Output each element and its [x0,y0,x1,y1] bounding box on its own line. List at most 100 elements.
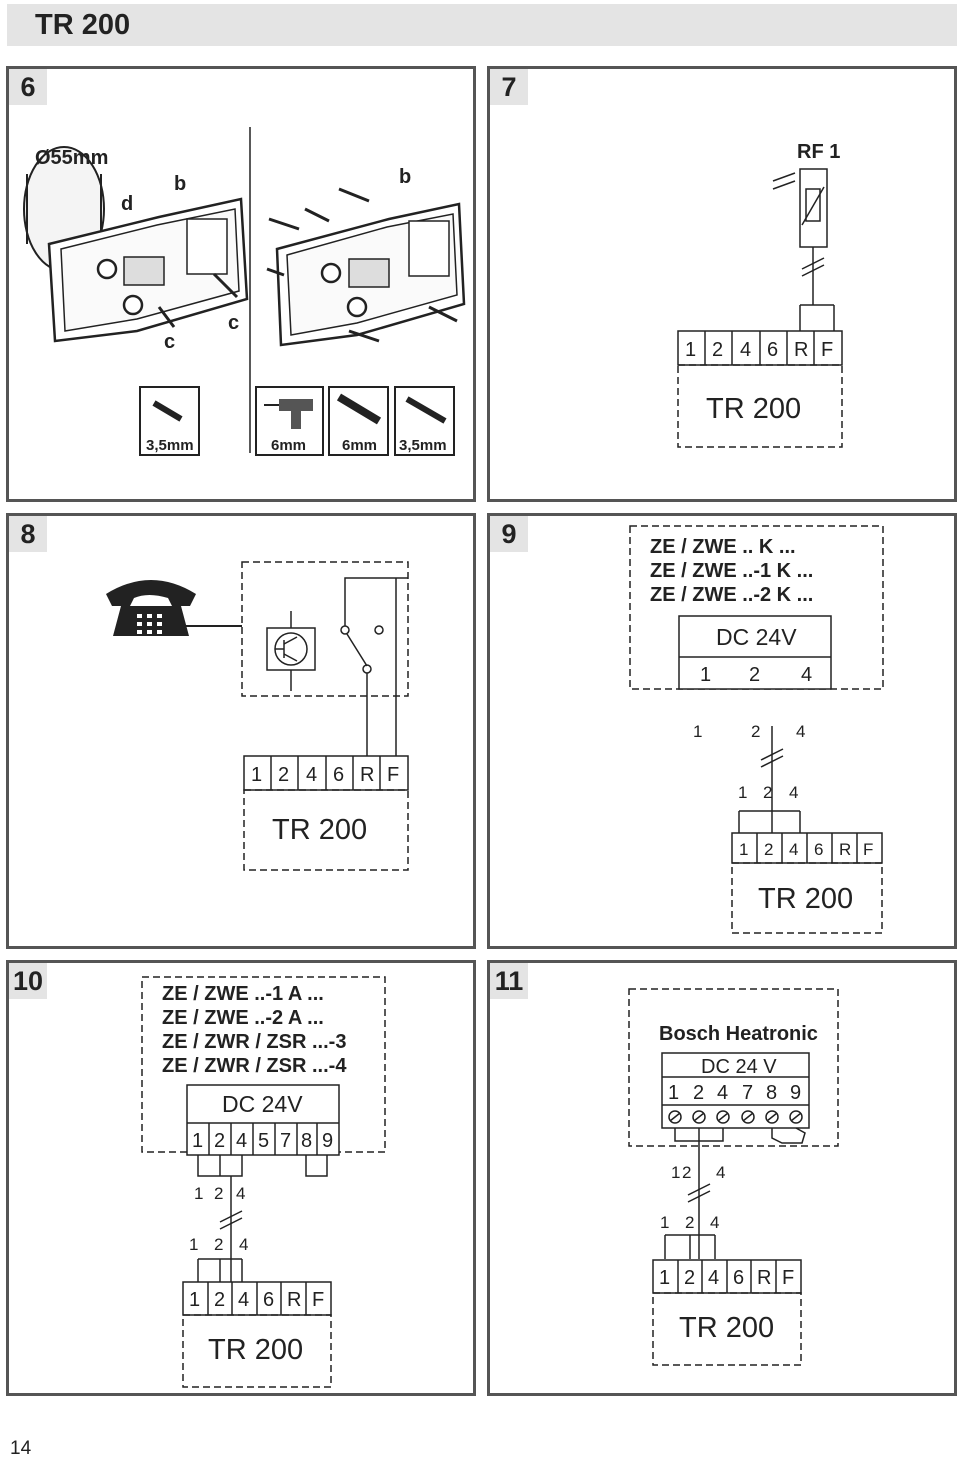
panel-number: 6 [9,69,47,105]
model-line: ZE / ZWR / ZSR ...-4 [162,1055,347,1077]
wire-label: 4 [710,1213,719,1232]
terminal-label: R [287,1289,301,1311]
device-label: TR 200 [706,393,801,425]
sensor-wiring-diagram: RF 1 1 2 4 6 R F [677,141,843,448]
sensor-rf1 [772,168,835,331]
terminal-strip: 1 2 4 6 R F [731,832,883,864]
supply-terminal: 5 [258,1130,269,1152]
device-outline [243,789,409,871]
tool-label: 3,5mm [399,437,447,454]
page-title: TR 200 [35,9,131,41]
supply-terminal: 7 [280,1130,291,1152]
panel-6-mounting: 6 [6,66,476,502]
callout-b-right: b [399,166,411,188]
tool-box-drill: 6mm [255,386,324,456]
device-outline [677,364,843,448]
wire-label: 2 [214,1235,223,1254]
panel-number: 11 [490,963,528,999]
device-label: TR 200 [208,1334,303,1366]
terminal-label: 2 [214,1289,225,1311]
device-label: TR 200 [758,883,853,915]
appliance-k-wiring-diagram: ZE / ZWE .. K ... ZE / ZWE ..-1 K ... ZE… [629,525,884,934]
terminal-label: 6 [814,840,823,859]
terminal-label: R [360,764,374,786]
brand-label: Bosch Heatronic [659,1023,818,1045]
tool-box-dowel: 6mm [328,386,389,456]
panel-8-telephone: 8 [6,513,476,949]
terminal-label: F [863,840,873,859]
terminal-label: 2 [764,840,773,859]
callout-b-left: b [174,173,186,195]
appliance-a-wiring-diagram: ZE / ZWE ..-1 A ... ZE / ZWE ..-2 A ... … [141,976,386,1388]
terminal-label: R [839,840,851,859]
tool-box-screw-small: 3,5mm [139,386,200,456]
terminal-label: F [387,764,399,786]
heatronic-wiring-diagram: Bosch Heatronic DC 24 V 1 2 4 7 8 9 [628,988,839,1366]
relay-module-outline [241,561,409,697]
supply-block: DC 24V 1 2 4 [678,615,832,690]
callout-c-right: c [228,312,239,334]
supply-terminal: 1 [192,1130,203,1152]
terminal-label: 1 [659,1267,670,1289]
model-line: ZE / ZWR / ZSR ...-3 [162,1031,346,1053]
supply-terminal: 4 [801,664,812,686]
relay-switch [340,577,408,760]
terminal-label: 6 [263,1289,274,1311]
wire-label: 4 [796,722,805,741]
supply-terminal: 9 [790,1082,801,1104]
supply-terminal: 2 [693,1082,704,1104]
sensor-label: RF 1 [797,141,840,163]
supply-label: DC 24 V [701,1056,777,1078]
supply-terminal: 4 [236,1130,247,1152]
terminal-label: F [312,1289,324,1311]
panel-number: 8 [9,516,47,552]
mounting-illustration: Ø55mm d b b c c 3,5mm 6mm 6mm 3,5mm [23,127,466,456]
terminal-label: F [782,1267,794,1289]
wire-label: 1 [194,1184,203,1203]
panel-9-appliance-k: 9 ZE / ZWE .. K ... ZE / ZWE ..-1 K ... … [487,513,957,949]
terminal-label: 4 [740,339,751,361]
terminal-label: 6 [733,1267,744,1289]
terminal-strip: 1 2 4 6 R F [182,1281,332,1316]
terminal-strip: 1 2 4 6 R F [652,1259,802,1294]
tool-label: 6mm [271,437,306,454]
wire-label: 1 [738,783,747,802]
panel-number: 7 [490,69,528,105]
wire-label: 2 [682,1163,691,1182]
supply-terminal: 8 [766,1082,777,1104]
terminal-label: 1 [251,764,262,786]
terminal-label: 4 [306,764,317,786]
cable-bundle [738,726,801,833]
tool-label: 6mm [342,437,377,454]
terminal-label: 2 [278,764,289,786]
page-header: TR 200 [7,4,957,46]
wire-label: 4 [239,1235,248,1254]
panel-7-sensor: 7 RF 1 1 2 4 6 R F [487,66,957,502]
callout-c-left: c [164,331,175,353]
model-line: ZE / ZWE ..-1 K ... [650,560,813,582]
terminal-label: 4 [789,840,798,859]
plate-left [47,197,249,343]
terminal-strip: 1 2 4 6 R F [243,755,409,791]
supply-label: DC 24V [716,624,797,650]
terminal-label: 6 [333,764,344,786]
panel-10-appliance-a: 10 ZE / ZWE ..-1 A ... ZE / ZWE ..-2 A .… [6,960,476,1396]
wire-label: 1 [660,1213,669,1232]
screw-terminal-icons [668,1110,803,1124]
wire-label: 1 [671,1163,680,1182]
supply-terminal: 1 [668,1082,679,1104]
supply-label: DC 24V [222,1091,303,1117]
terminal-label: 1 [739,840,748,859]
appliance-outline [628,988,839,1147]
model-line: ZE / ZWE ..-1 A ... [162,983,324,1005]
terminal-label: 1 [189,1289,200,1311]
terminal-label: 4 [238,1289,249,1311]
terminal-label: R [757,1267,771,1289]
telephone-icon [106,580,196,636]
terminal-label: 2 [712,339,723,361]
supply-terminal: 1 [700,664,711,686]
supply-terminal: 2 [749,664,760,686]
supply-terminal: 7 [742,1082,753,1104]
wire-label: 4 [789,783,798,802]
supply-terminal: 4 [717,1082,728,1104]
